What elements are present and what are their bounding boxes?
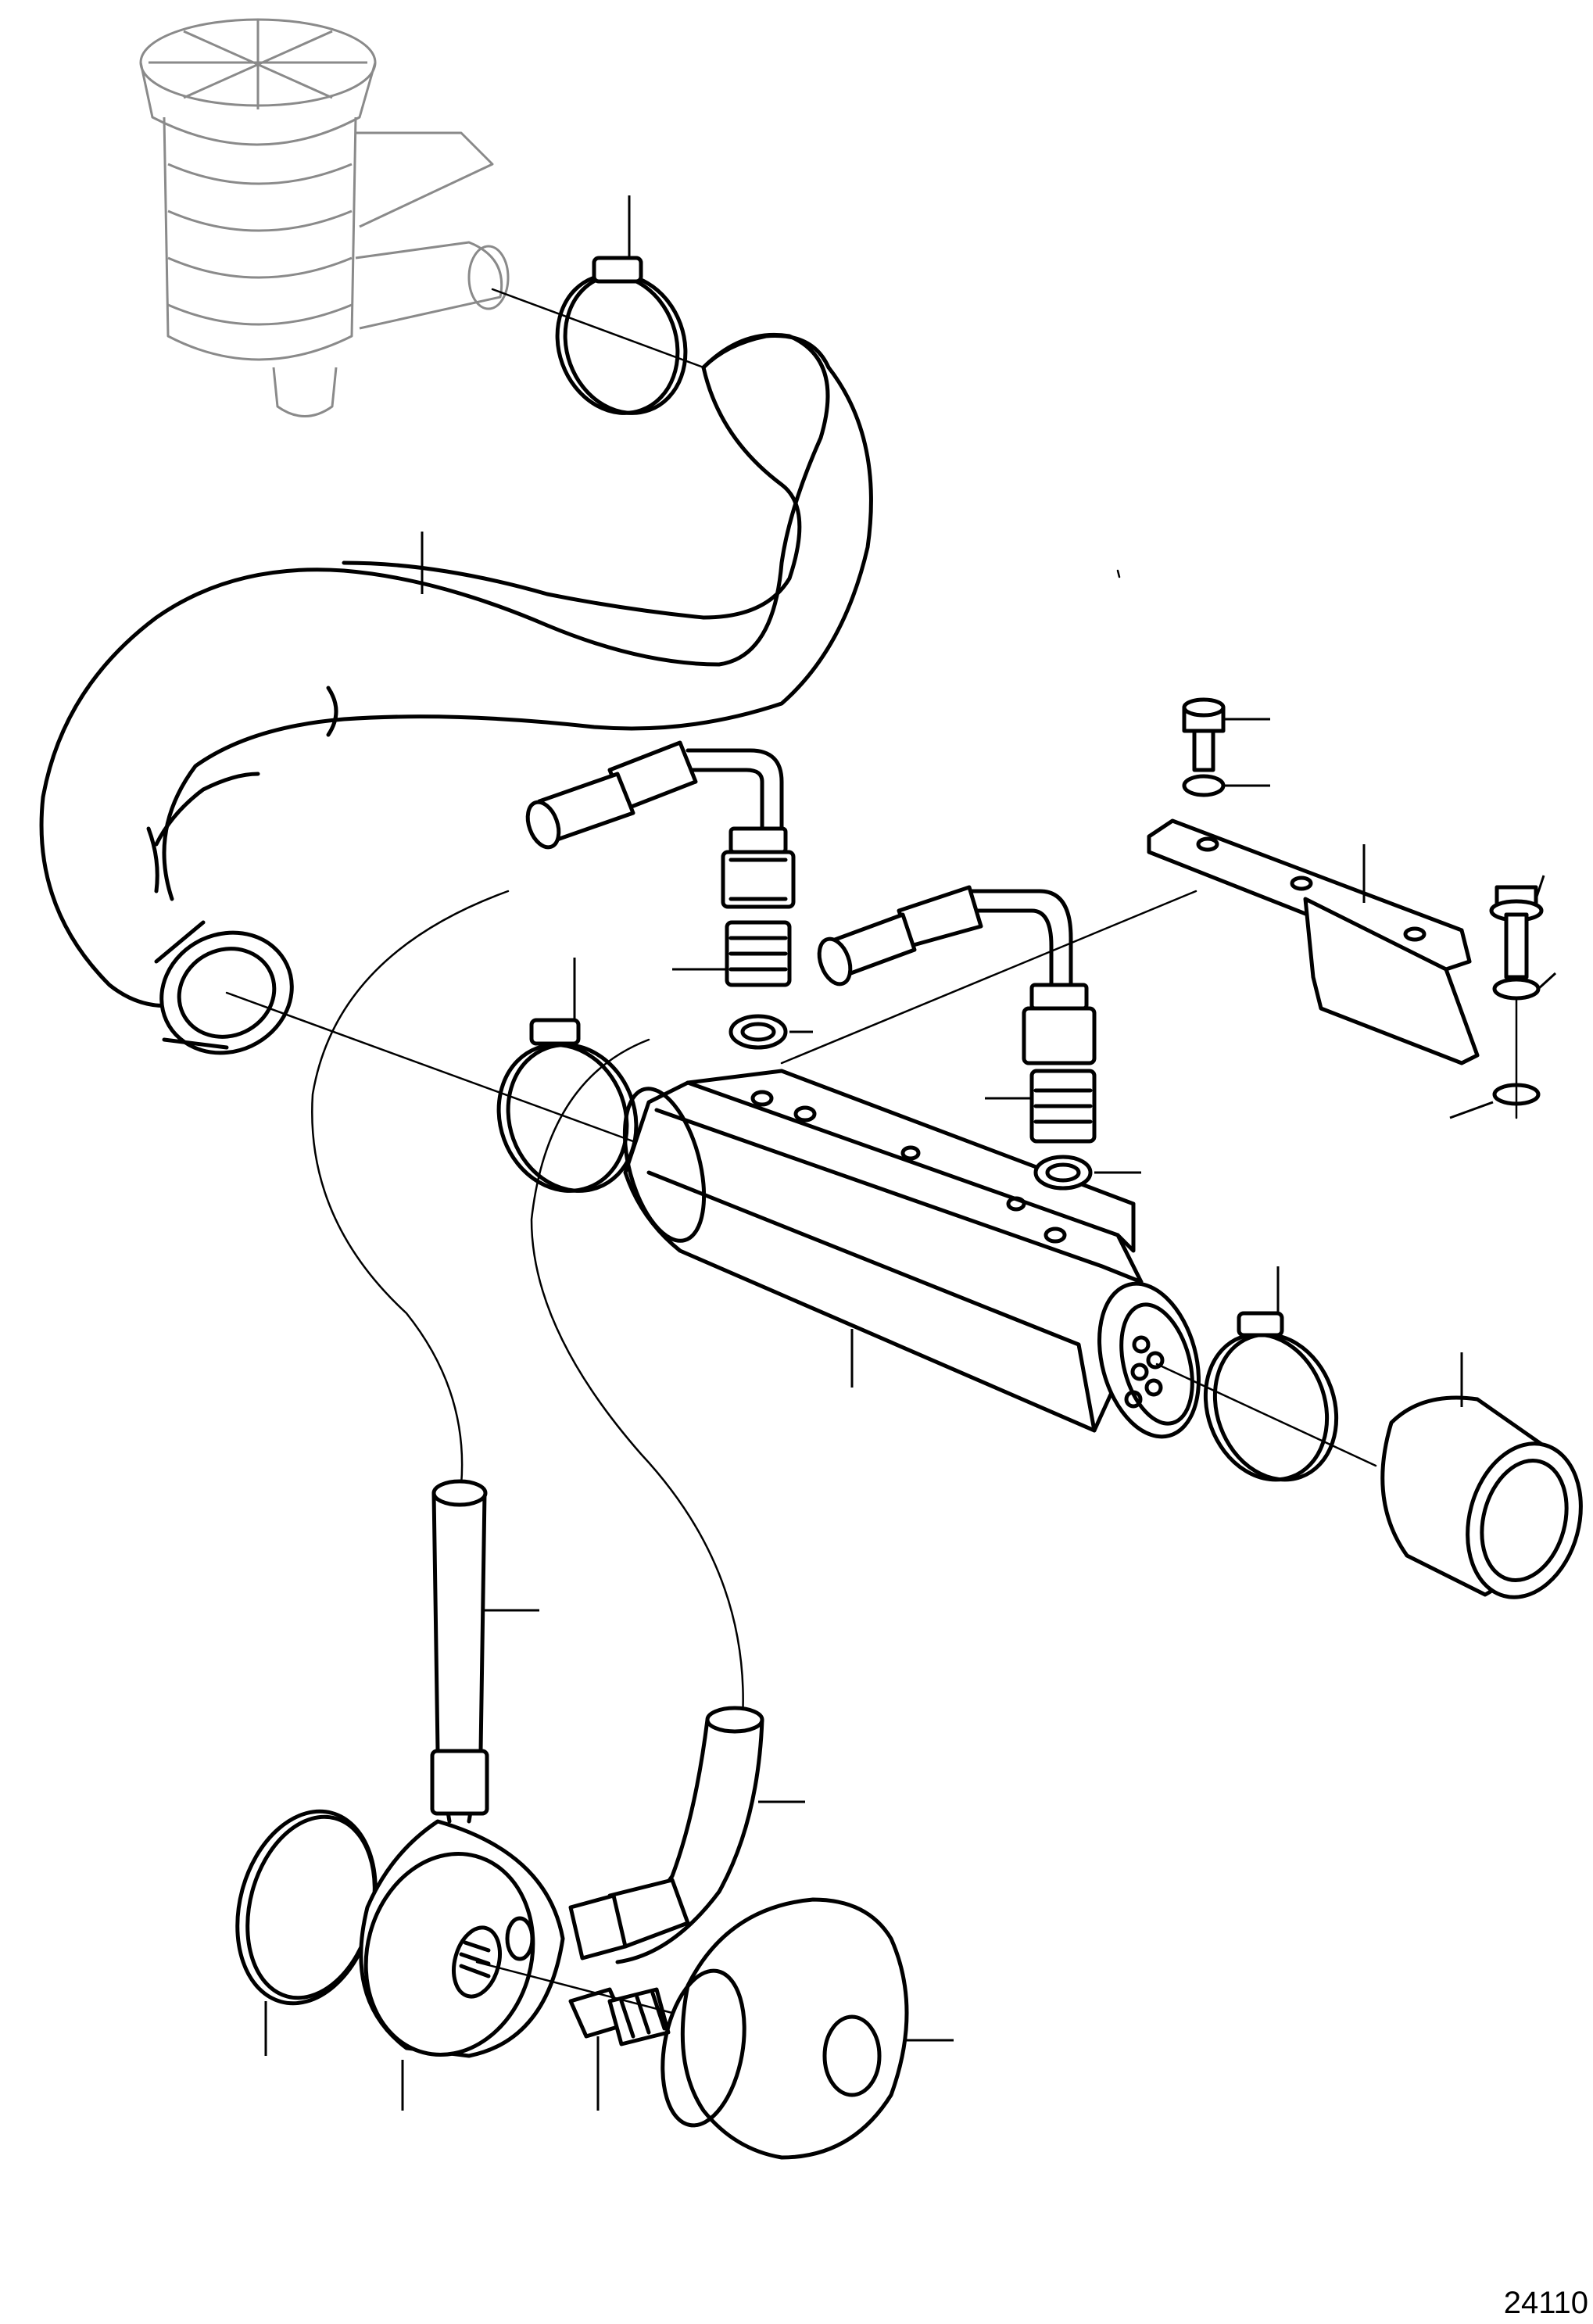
- sealing-washer-upper-left: [728, 1014, 813, 1050]
- adapter-upper-left: [672, 920, 792, 987]
- figure-number: 24110: [1503, 2286, 1588, 2320]
- assembly-axis-line-top: [491, 288, 705, 369]
- assembly-axis-line: [225, 991, 635, 1143]
- bracket-washer-right-lower: [1449, 999, 1541, 1119]
- hose-clamp-top: [555, 195, 688, 415]
- guide-line-right: [530, 1038, 744, 1721]
- sea-water-strainer: [139, 18, 510, 417]
- sealing-washer-upper-right: [1033, 1155, 1141, 1191]
- hose-clamp-middle: [496, 958, 639, 1193]
- oil-hose-right: [568, 1706, 805, 1964]
- tube-bundle-end: [1124, 1335, 1165, 1409]
- bracket-washer-right-upper: [1492, 972, 1557, 1001]
- oil-line-upper: [525, 740, 796, 909]
- mounting-bracket: [780, 818, 1480, 1065]
- adapter-upper-right: [985, 1069, 1097, 1144]
- oil-hose-left: [430, 1479, 539, 1824]
- guide-line-left: [311, 890, 510, 1487]
- assembly-axis-line-right: [1155, 1363, 1377, 1467]
- bracket-bolt-flange: [1489, 875, 1545, 979]
- hose-clamp-right: [1203, 1266, 1339, 1482]
- intake-hose: [39, 332, 873, 1055]
- filter-adapter-plate: [359, 1819, 565, 2111]
- bracket-bolt-short: [1182, 697, 1270, 772]
- reference-mark: [1116, 569, 1121, 578]
- oil-line-lower: [817, 885, 1097, 1065]
- heat-exchanger: [622, 1069, 1201, 1439]
- end-cap: [1380, 1352, 1583, 1599]
- bracket-washer-top: [1182, 774, 1270, 797]
- oil-filter: [660, 1897, 954, 2160]
